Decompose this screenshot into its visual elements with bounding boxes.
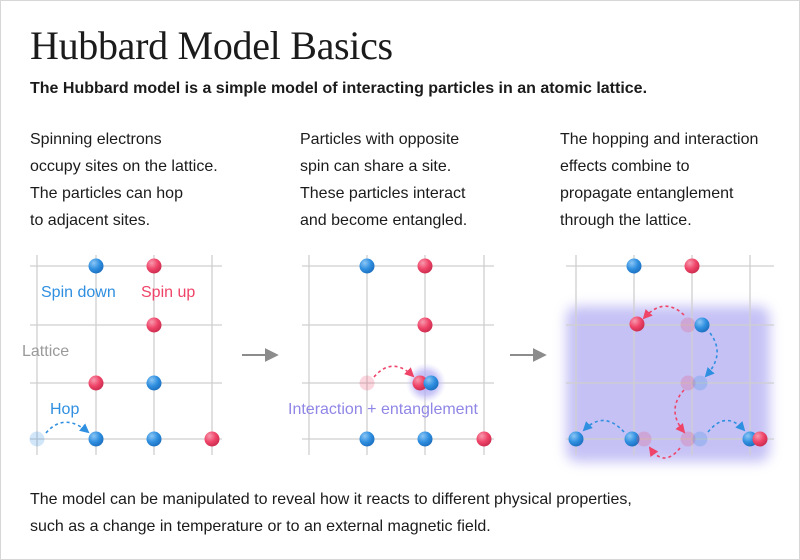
step-2-line: Particles with opposite <box>300 131 460 148</box>
step-1-line: Spinning electrons <box>30 131 162 148</box>
lattice-label: Lattice <box>22 343 69 360</box>
spin-down-electron <box>423 375 439 391</box>
step-1-line: The particles can hop <box>30 185 183 202</box>
panel-3-particles <box>568 258 768 459</box>
hop-arrow <box>582 419 625 433</box>
ghost-spin-down-electron <box>29 431 45 447</box>
ghost-spin-up-electron <box>680 317 696 333</box>
panel-2-lattice <box>302 255 494 455</box>
spin-up-electron <box>629 316 645 332</box>
spin-down-electron <box>626 258 642 274</box>
step-2-line: and become entangled. <box>300 212 468 229</box>
page-subtitle: The Hubbard model is a simple model of i… <box>30 80 648 97</box>
hop-arrow <box>648 446 681 459</box>
spin-up-electron <box>146 258 162 274</box>
spin-down-electron <box>359 431 375 447</box>
step-2-description: Particles with opposite spin can share a… <box>300 126 530 234</box>
page-title: Hubbard Model Basics <box>30 23 393 68</box>
ghost-spin-up-electron <box>680 431 696 447</box>
spin-down-electron <box>624 431 640 447</box>
step-2-line: These particles interact <box>300 185 466 202</box>
hop-arrow <box>45 421 90 434</box>
panel-1-particles <box>29 258 220 447</box>
hop-arrow <box>674 389 686 434</box>
footer-line: The model can be manipulated to reveal h… <box>30 491 632 508</box>
hop-arrow <box>704 332 718 378</box>
spin-down-electron <box>417 431 433 447</box>
footer-line: such as a change in temperature or to an… <box>30 518 491 535</box>
step-3-description: The hopping and interaction effects comb… <box>560 126 790 234</box>
spin-down-electron <box>359 258 375 274</box>
spin-down-electron <box>146 431 162 447</box>
hop-label: Hop <box>50 401 79 418</box>
spin-down-electron <box>694 317 710 333</box>
step-1-description: Spinning electrons occupy sites on the l… <box>30 126 260 234</box>
ghost-spin-up-electron <box>359 375 375 391</box>
step-3-line: effects combine to <box>560 158 690 175</box>
footer-text: The model can be manipulated to reveal h… <box>30 486 780 540</box>
ghost-spin-up-electron <box>636 431 652 447</box>
spin-up-electron <box>417 258 433 274</box>
hop-arrow <box>373 365 415 378</box>
spin-up-electron <box>88 375 104 391</box>
ghost-spin-down-electron <box>692 431 708 447</box>
panel-1-lattice <box>30 255 222 455</box>
interaction-label: Interaction + entanglement <box>288 401 478 418</box>
spin-up-label: Spin up <box>141 284 195 301</box>
hop-arrow <box>707 419 746 433</box>
step-3-line: The hopping and interaction <box>560 131 759 148</box>
step-2-line: spin can share a site. <box>300 158 452 175</box>
panel-3-lattice <box>566 255 774 455</box>
spin-up-electron <box>752 431 768 447</box>
panel-2-particles <box>359 258 492 447</box>
spin-down-electron <box>88 431 104 447</box>
spin-up-electron <box>684 258 700 274</box>
step-1-line: occupy sites on the lattice. <box>30 158 218 175</box>
step-1-line: to adjacent sites. <box>30 212 151 229</box>
ghost-spin-up-electron <box>680 375 696 391</box>
spin-up-electron <box>417 317 433 333</box>
spin-up-electron <box>146 317 162 333</box>
spin-down-label: Spin down <box>41 284 116 301</box>
spin-down-electron <box>568 431 584 447</box>
spin-up-electron <box>412 375 428 391</box>
step-3-line: propagate entanglement <box>560 185 734 202</box>
spin-up-electron <box>204 431 220 447</box>
ghost-spin-down-electron <box>692 375 708 391</box>
spin-down-electron <box>88 258 104 274</box>
spin-down-electron <box>146 375 162 391</box>
spin-up-electron <box>476 431 492 447</box>
step-3-line: through the lattice. <box>560 212 692 229</box>
